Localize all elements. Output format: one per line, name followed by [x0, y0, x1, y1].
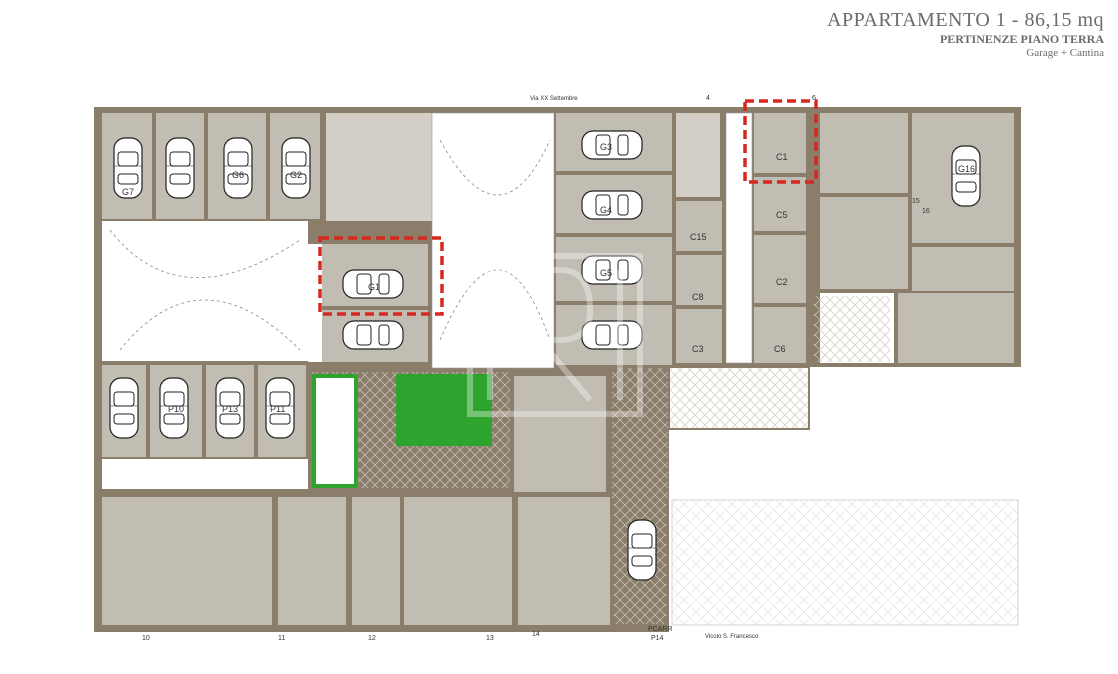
street-south: Vicolo S. Francesco: [705, 634, 759, 640]
unit-numbers: 4 6 10 11 12 13 14 15 16: [142, 95, 930, 642]
highlight-boxes: [318, 99, 818, 316]
garage-label: G2: [290, 170, 302, 180]
cantina-label: C3: [692, 344, 704, 354]
cantina-label: C1: [776, 152, 788, 162]
unit-number: 13: [486, 635, 494, 642]
highlight-cantina-c1: [743, 99, 818, 184]
cantina-label: C6: [774, 344, 786, 354]
cantina-label: C15: [690, 232, 707, 242]
cantina-label: C8: [692, 292, 704, 302]
unit-number: 12: [368, 635, 376, 642]
highlight-garage-g1: [318, 236, 444, 316]
garage-label: G7: [122, 187, 134, 197]
unit-number: 14: [532, 631, 540, 638]
posto-label: P13: [222, 404, 238, 414]
gate-label: PCARR: [648, 626, 673, 633]
title-block: APPARTAMENTO 1 - 86,15 mq PERTINENZE PIA…: [827, 8, 1104, 61]
plan-caption: Garage + Cantina: [1026, 47, 1104, 59]
gate-sublabel: P14: [651, 635, 664, 642]
unit-number: 11: [278, 635, 285, 642]
posto-label: P11: [270, 404, 285, 414]
garage-label: G1: [368, 282, 380, 292]
garage-label: G4: [600, 205, 612, 215]
cantina-label: C5: [776, 210, 788, 220]
posto-label: P10: [168, 404, 184, 414]
unit-number: 6: [812, 95, 816, 102]
unit-number: 10: [142, 635, 150, 642]
garage-label: G6: [232, 170, 244, 180]
space-labels: G7 G6 G2 G1 G3 G4 G5 G16 C1 C5 C15 C2 C8…: [122, 142, 975, 414]
street-north: Via XX Settembre: [530, 96, 578, 102]
cantina-label: C2: [776, 277, 788, 287]
garage-label: G16: [958, 164, 975, 174]
street-labels: Via XX Settembre Vicolo S. Francesco PCA…: [530, 96, 759, 642]
turning-arcs: [109, 139, 551, 351]
unit-number: 4: [706, 95, 710, 102]
plan-title: APPARTAMENTO 1 - 86,15 mq: [827, 9, 1104, 31]
unit-number: 16: [922, 208, 930, 215]
unit-number: 15: [912, 198, 920, 205]
garage-label: G5: [600, 268, 612, 278]
garage-label: G3: [600, 142, 612, 152]
plan-subtitle: PERTINENZE PIANO TERRA: [939, 32, 1104, 46]
watermark-logo: [467, 253, 643, 417]
